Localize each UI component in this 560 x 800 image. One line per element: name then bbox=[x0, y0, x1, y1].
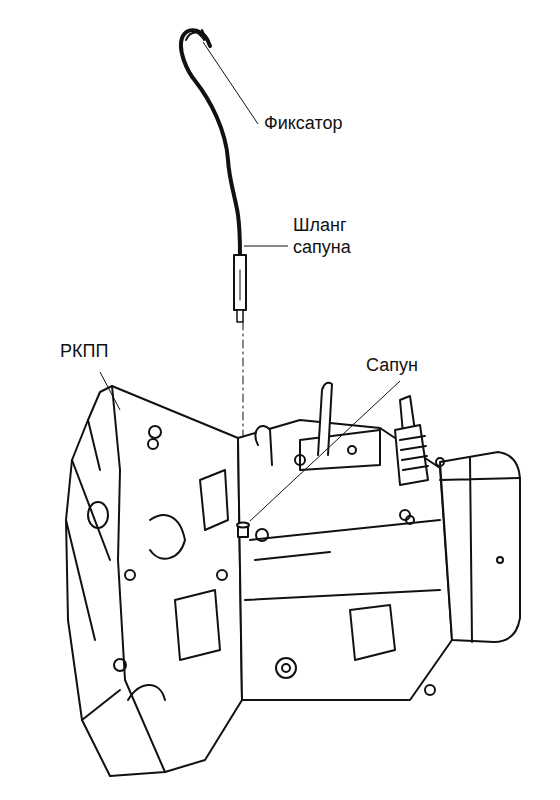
part-label: Шланг сапуна bbox=[291, 214, 373, 258]
part-label: Сапун bbox=[364, 354, 420, 376]
part-label: Фиксатор bbox=[262, 112, 345, 134]
part-label: РКПП bbox=[58, 340, 110, 362]
leader-lines bbox=[100, 42, 400, 521]
